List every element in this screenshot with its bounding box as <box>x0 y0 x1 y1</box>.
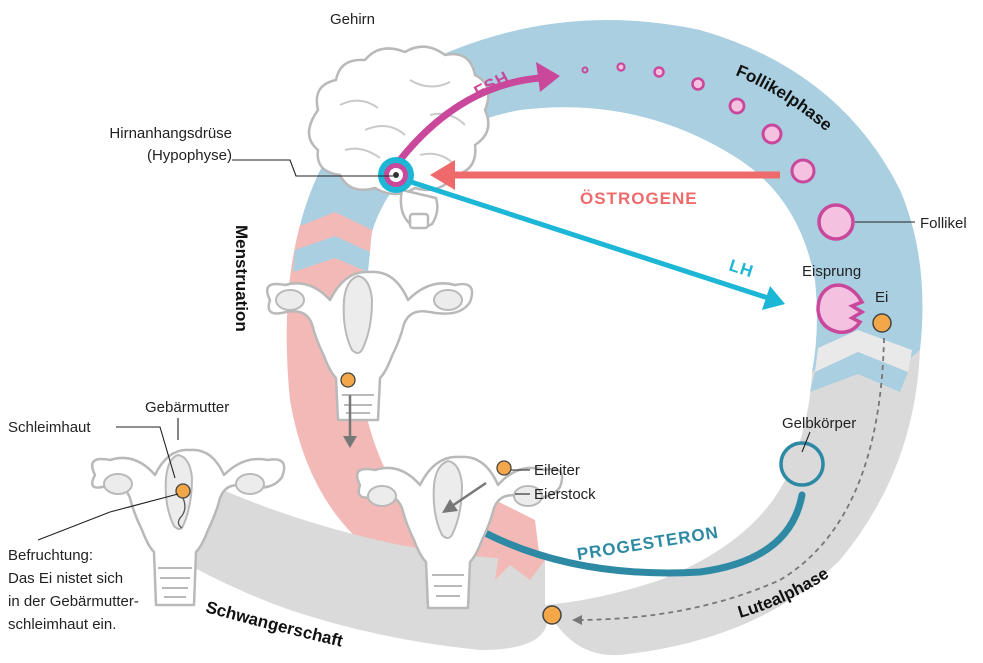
luteal-band <box>545 350 920 655</box>
label-corpus-luteum: Gelbkörper <box>782 415 856 432</box>
follicle-dot <box>655 68 664 77</box>
ruptured-follicle <box>818 285 862 332</box>
label-ovulation: Eisprung <box>802 263 861 280</box>
egg-oviduct <box>497 461 511 475</box>
label-mucosa: Schleimhaut <box>8 419 91 436</box>
label-fertilization-4: schleimhaut ein. <box>8 616 116 633</box>
follicle-dot <box>693 79 704 90</box>
egg-released <box>873 314 891 332</box>
brain-stem-base <box>410 214 428 228</box>
label-estrogen: ÖSTROGENE <box>580 189 698 208</box>
egg-traveling <box>543 606 561 624</box>
follicle-dot <box>792 160 814 182</box>
label-fertilization-3: in der Gebärmutter- <box>8 593 139 610</box>
pituitary-gland <box>378 157 414 193</box>
label-ovary: Eierstock <box>534 486 596 503</box>
phase-menstruation: Menstruation <box>232 225 251 332</box>
label-lh: LH <box>727 256 756 282</box>
follicle-mature <box>819 205 853 239</box>
label-egg: Ei <box>875 289 888 306</box>
corpus-luteum <box>781 443 823 485</box>
label-progesterone: PROGESTERON <box>576 523 720 564</box>
label-oviduct: Eileiter <box>534 462 580 479</box>
label-brain: Gehirn <box>330 11 375 28</box>
egg-uterus-top <box>341 373 355 387</box>
label-fertilization-2: Das Ei nistet sich <box>8 570 123 587</box>
label-fertilization-1: Befruchtung: <box>8 547 93 564</box>
label-pituitary: Hirnanhangsdrüse <box>109 125 232 142</box>
label-follicle: Follikel <box>920 215 967 232</box>
follicle-dot <box>730 99 744 113</box>
follicle-dot <box>763 125 781 143</box>
label-pituitary-alt: (Hypophyse) <box>147 147 232 164</box>
egg-implanted <box>176 484 190 498</box>
label-uterus: Gebärmutter <box>145 399 229 416</box>
follicle-dot <box>618 64 625 71</box>
